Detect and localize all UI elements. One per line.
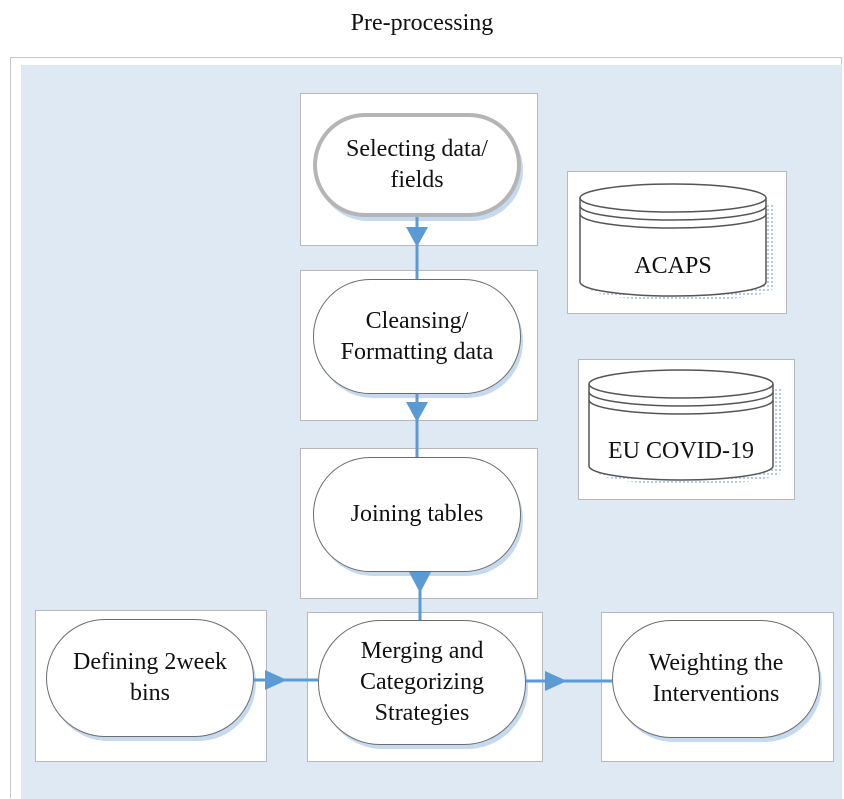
connector-merging-weighting xyxy=(526,671,612,691)
database-acaps-icon xyxy=(579,183,774,301)
node-joining: Joining tables xyxy=(313,457,521,572)
node-merging: Merging and Categorizing Strategies xyxy=(318,620,526,745)
diagram-title: Pre-processing xyxy=(350,10,494,36)
node-selecting-data: Selecting data/ fields xyxy=(313,113,521,217)
node-cleansing-label: Cleansing/ Formatting data xyxy=(340,307,494,365)
database-acaps-label: ACAPS xyxy=(634,253,712,279)
database-eu-covid-icon xyxy=(588,369,781,485)
node-weighting-label: Weighting the Interventions xyxy=(648,650,784,707)
node-selecting-label: Selecting data/ fields xyxy=(346,136,488,193)
connector-cleansing-joining xyxy=(406,394,428,457)
node-merging-label: Merging and Categorizing Strategies xyxy=(360,638,484,726)
connector-selecting-cleansing xyxy=(406,217,428,279)
node-joining-label: Joining tables xyxy=(350,501,484,527)
node-weighting: Weighting the Interventions xyxy=(612,620,820,738)
database-eu-label: EU COVID-19 xyxy=(608,438,754,464)
node-defining-label: Defining 2week bins xyxy=(73,649,227,706)
node-defining: Defining 2week bins xyxy=(46,619,254,737)
node-cleansing: Cleansing/ Formatting data xyxy=(313,279,521,394)
connector-defining-merging xyxy=(254,670,318,690)
connector-joining-merging xyxy=(409,572,431,620)
